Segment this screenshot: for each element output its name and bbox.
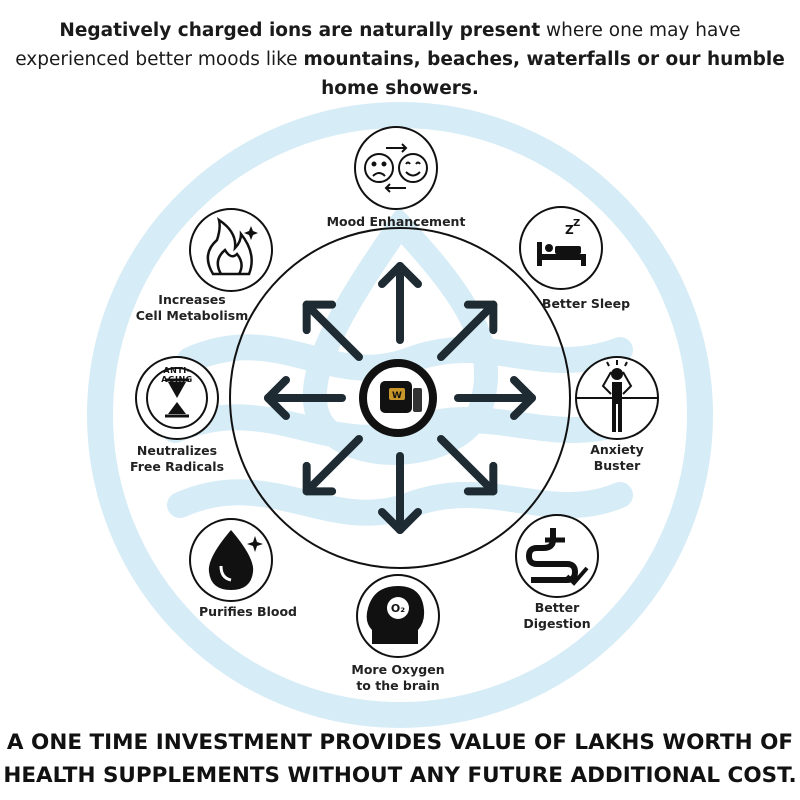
label-mood: Mood Enhancement <box>327 214 466 230</box>
arrow-up <box>378 262 422 344</box>
arrow-up-left <box>302 300 363 361</box>
label-metabolism-line1: Increases <box>158 292 226 307</box>
svg-text:O₂: O₂ <box>391 602 405 615</box>
anti-aging-badge: ANTI-AGING <box>161 366 193 384</box>
svg-text:Z: Z <box>565 223 574 237</box>
arrow-right <box>454 376 536 420</box>
label-blood-line1: Purifies Blood <box>199 604 297 619</box>
label-mood-line1: Mood Enhancement <box>326 214 466 229</box>
arrow-down-left <box>302 435 363 496</box>
stressed-person-icon <box>575 356 659 440</box>
label-anxiety-line1: Anxiety <box>590 442 644 457</box>
arrow-down-right <box>437 435 498 496</box>
label-anxiety-line2: Buster <box>593 458 641 473</box>
flame-icon <box>189 208 273 292</box>
arrow-left <box>264 376 346 420</box>
label-sleep-line1: Better Sleep <box>541 296 631 311</box>
label-radicals: Neutralizes Free Radicals <box>130 443 224 475</box>
mood-swap-icon <box>354 126 438 210</box>
label-oxygen-line1: More Oxygen <box>351 662 445 677</box>
header-bold-1: Negatively charged ions are naturally pr… <box>59 20 541 41</box>
header-bold-2: mountains, beaches, waterfalls or our hu… <box>303 49 785 99</box>
footer-text: A ONE TIME INVESTMENT PROVIDES VALUE OF … <box>0 726 800 792</box>
ionizer-device-icon: W <box>359 359 437 437</box>
label-radicals-line2: Free Radicals <box>129 459 225 474</box>
arrow-up-right <box>437 300 498 361</box>
blood-drop-icon <box>189 518 273 602</box>
svg-text:Z: Z <box>573 218 580 229</box>
head-brain-icon: O₂ <box>356 574 440 658</box>
label-metabolism-line2: Cell Metabolism <box>135 308 249 323</box>
label-radicals-line1: Neutralizes <box>136 443 218 458</box>
header-text: Negatively charged ions are naturally pr… <box>10 16 790 103</box>
anti-aging-hourglass-icon <box>135 356 219 440</box>
label-anxiety: Anxiety Buster <box>590 442 644 474</box>
arrow-down <box>378 452 422 534</box>
label-digestion: Better Digestion <box>523 600 590 632</box>
label-blood: Purifies Blood <box>199 604 297 620</box>
footer-line-2: HEALTH SUPPLEMENTS WITHOUT ANY FUTURE AD… <box>3 763 797 788</box>
svg-text:W: W <box>392 391 402 401</box>
label-oxygen-line2: to the brain <box>356 678 440 693</box>
arrows <box>264 262 536 534</box>
stomach-check-icon <box>515 514 599 598</box>
label-sleep: Better Sleep <box>542 296 630 312</box>
footer-line-1: A ONE TIME INVESTMENT PROVIDES VALUE OF … <box>6 730 794 755</box>
label-metabolism: Increases Cell Metabolism <box>136 292 248 324</box>
label-digestion-line2: Digestion <box>523 616 591 631</box>
center-ring <box>229 227 571 569</box>
label-oxygen: More Oxygen to the brain <box>351 662 444 694</box>
sleep-bed-icon: Z Z <box>519 206 603 290</box>
label-digestion-line1: Better <box>534 600 580 615</box>
header-normal-1: where one may have experienced better mo… <box>15 20 741 70</box>
